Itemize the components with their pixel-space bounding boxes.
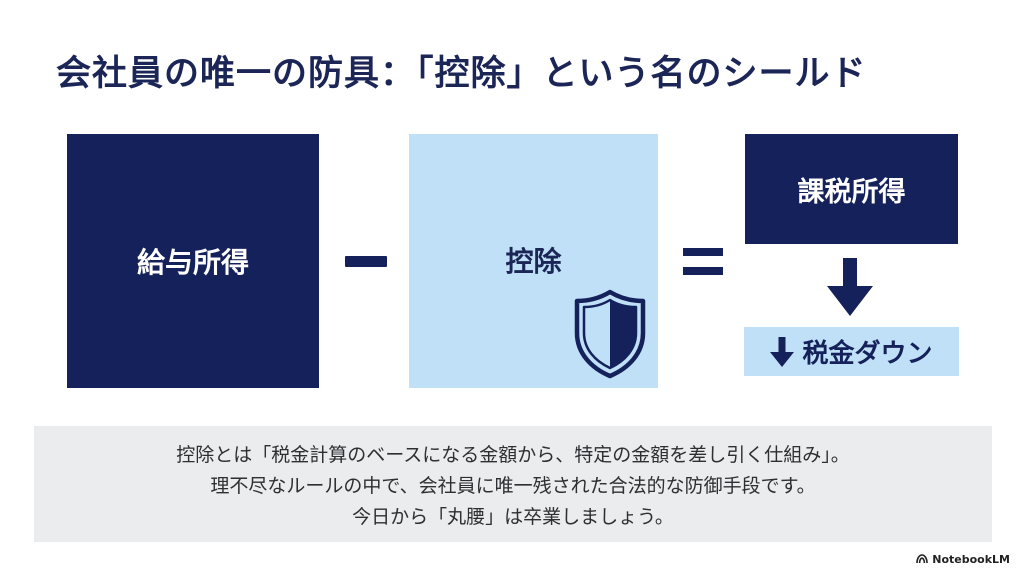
notebooklm-logo-icon — [916, 554, 929, 564]
explanation-panel: 控除とは「税金計算のベースになる金額から、特定の金額を差し引く仕組み」。 理不尽… — [34, 426, 992, 542]
deduction-label: 控除 — [505, 245, 562, 278]
salary-income-box: 給与所得 — [67, 134, 319, 388]
notebooklm-brand: NotebookLM — [916, 550, 1010, 568]
brand-label: NotebookLM — [932, 552, 1010, 566]
down-arrow-icon — [770, 336, 795, 367]
tax-down-label: 税金ダウン — [802, 339, 933, 369]
taxable-income-box: 課税所得 — [745, 134, 958, 244]
equals-operator — [683, 248, 723, 276]
deduction-box: 控除 — [409, 134, 658, 388]
shield-icon — [574, 289, 646, 379]
taxable-income-label: 課税所得 — [797, 176, 906, 208]
explanation-line-2: 理不尽なルールの中で、会社員に唯一残された合法的な防御手段です。 — [210, 475, 816, 497]
down-arrow-icon — [827, 258, 873, 316]
explanation-line-3: 今日から「丸腰」は卒業しましょう。 — [352, 506, 674, 528]
salary-income-label: 給与所得 — [136, 246, 249, 279]
tax-down-box: 税金ダウン — [744, 327, 959, 376]
minus-operator — [345, 256, 387, 267]
slide-title: 会社員の唯一の防具：「控除」という名のシールド — [56, 54, 867, 94]
explanation-line-1: 控除とは「税金計算のベースになる金額から、特定の金額を差し引く仕組み」。 — [176, 444, 850, 466]
